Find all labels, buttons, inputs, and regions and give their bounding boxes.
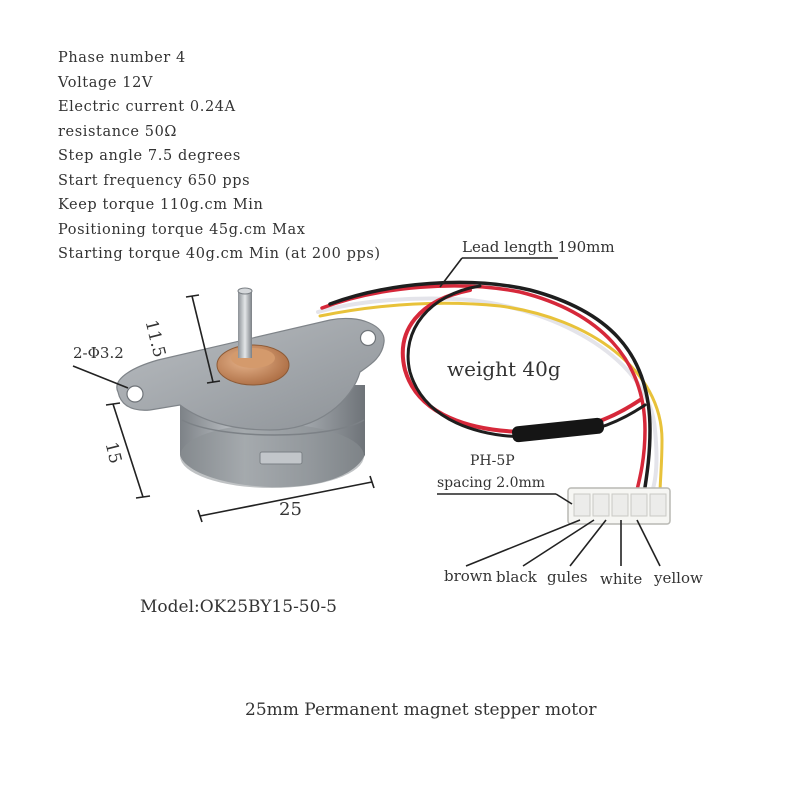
spec-item: Phase number 4	[58, 50, 186, 66]
leader-gules	[569, 519, 607, 567]
dim-15	[112, 403, 144, 498]
caption: 25mm Permanent magnet stepper motor	[245, 700, 597, 720]
diameter-label: 25	[279, 499, 302, 520]
hole-leader	[72, 365, 129, 389]
shaft-assembly	[216, 287, 290, 386]
wire-black	[328, 280, 652, 496]
wire-label-black: black	[496, 568, 537, 586]
dim-11-5	[191, 295, 214, 383]
heat-shrink	[512, 417, 604, 443]
weight-label: weight 40g	[447, 357, 561, 381]
leader-black	[522, 519, 595, 567]
spec-list: Phase number 4 Voltage 12V Electric curr…	[58, 46, 381, 267]
spec-item: Voltage 12V	[58, 74, 153, 91]
leader-brown	[465, 519, 581, 567]
dim-25	[199, 481, 373, 517]
spec-item: Start frequency 650 pps	[58, 172, 251, 189]
wire-yellow	[318, 301, 664, 496]
spec-item: resistance 50Ω	[58, 123, 178, 140]
dimension-lines	[72, 257, 661, 567]
wire-label-gules: gules	[547, 568, 588, 586]
spec-item: Keep torque 110g.cm Min	[58, 197, 264, 213]
wire-label-white: white	[600, 570, 643, 588]
wire-red-outer	[320, 284, 647, 496]
connector-spacing-label: spacing 2.0mm	[437, 475, 546, 491]
model-label: Model:OK25BY15-50-5	[140, 597, 338, 617]
mounting-hole	[126, 385, 144, 403]
wire-bundle	[316, 280, 664, 496]
connector-type-label: PH-5P	[470, 453, 515, 469]
hole-spec-label: 2-Φ3.2	[73, 344, 124, 362]
ph5p-connector	[567, 487, 671, 525]
mounting-hole	[359, 329, 377, 347]
wire-label-yellow: yellow	[654, 569, 703, 587]
lead-length-label: Lead length 190mm	[462, 238, 615, 256]
spec-item: Starting torque 40g.cm Min (at 200 pps)	[58, 246, 381, 262]
spec-item: Positioning torque 45g.cm Max	[58, 221, 306, 238]
leader-yellow	[636, 519, 661, 567]
spec-item: Step angle 7.5 degrees	[58, 148, 241, 164]
wire-label-brown: brown	[444, 567, 493, 585]
wire-white	[316, 296, 659, 494]
spec-item: Electric current 0.24A	[58, 99, 236, 115]
